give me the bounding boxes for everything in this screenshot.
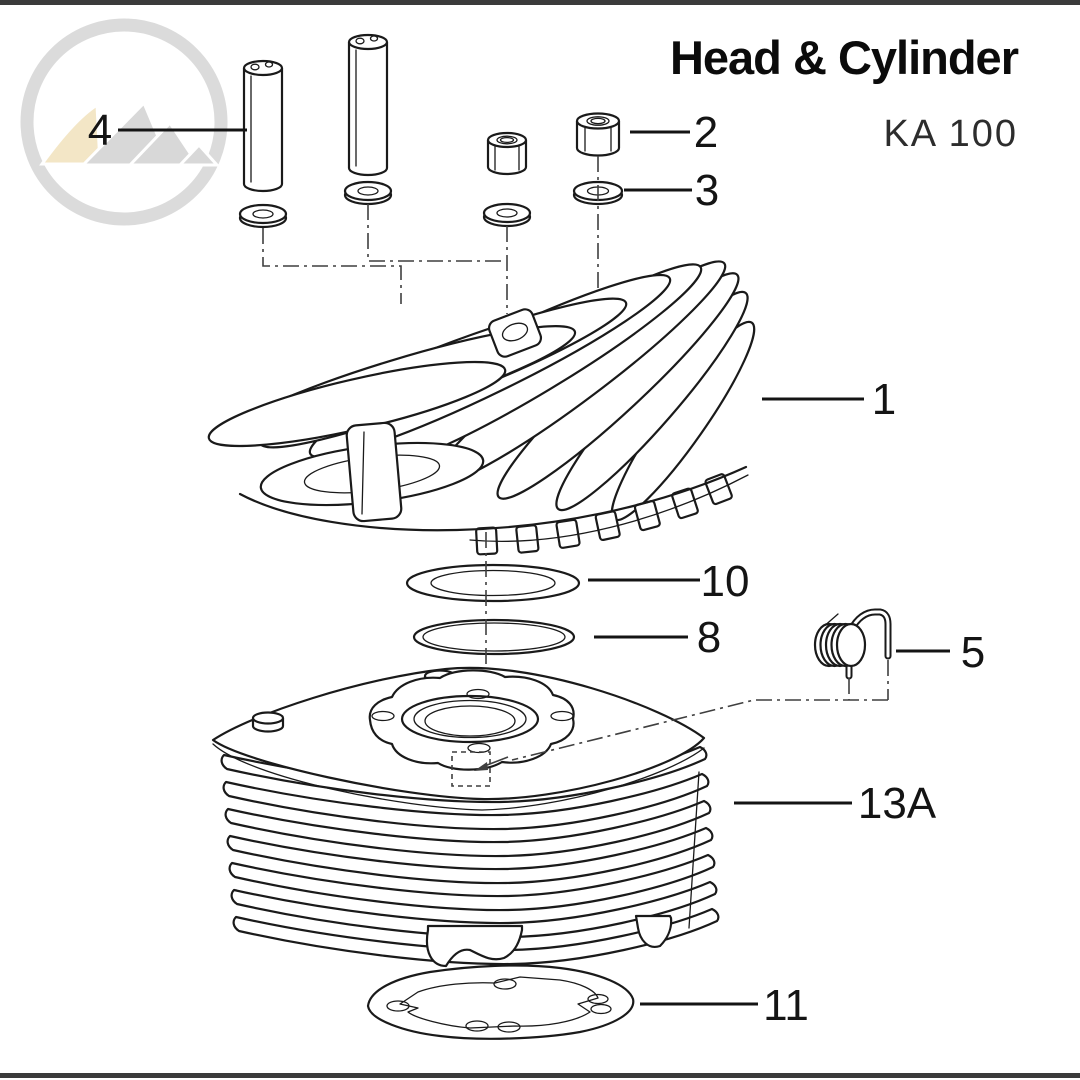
bottom-border-bar — [0, 1073, 1080, 1078]
cylinder-bore-flange — [368, 669, 575, 771]
part-head-gasket — [405, 563, 581, 603]
part-base-gasket — [366, 964, 635, 1040]
callout-8: 8 — [594, 613, 721, 662]
mountain-logo-watermark — [20, 18, 228, 226]
fastener-centerlines — [262, 156, 599, 324]
logo-ring — [20, 18, 228, 226]
part-cylinder-head — [207, 260, 756, 556]
callout-4-label: 4 — [88, 106, 112, 155]
part-washer-small-nut — [482, 202, 532, 228]
callout-2-label: 2 — [694, 108, 718, 157]
spring-install-reference — [451, 660, 889, 787]
logo-peak-beige — [39, 102, 102, 166]
callout-1: 1 — [762, 375, 896, 424]
part-nut-small — [486, 131, 528, 176]
part-spring-clip — [813, 608, 892, 680]
page-title: Head & Cylinder — [670, 31, 1019, 84]
logo-peak-medium — [126, 120, 201, 167]
callout-8-label: 8 — [697, 613, 721, 662]
callout-11: 11 — [640, 981, 809, 1030]
callout-13A-label: 13A — [858, 779, 937, 828]
callout-10-label: 10 — [701, 557, 750, 606]
part-stud-left — [242, 59, 284, 193]
callout-5-label: 5 — [961, 628, 985, 677]
callout-1-label: 1 — [872, 375, 896, 424]
callout-11-label: 11 — [763, 981, 809, 1030]
page-subtitle: KA 100 — [883, 113, 1018, 155]
part-o-ring — [412, 618, 576, 656]
part-cylinder — [211, 666, 720, 968]
callout-3: 3 — [624, 166, 719, 215]
part-washer-mid — [343, 180, 393, 206]
part-washer-left — [238, 203, 288, 229]
callout-2: 2 — [630, 108, 718, 157]
callout-13A: 13A — [734, 779, 937, 828]
part-nut-2 — [575, 112, 621, 157]
callout-4: 4 — [88, 106, 247, 155]
logo-peak-small — [176, 142, 221, 167]
part-stud-mid — [347, 33, 389, 177]
top-border-bar — [0, 0, 1080, 5]
callout-10: 10 — [588, 557, 749, 606]
callout-5: 5 — [896, 628, 985, 677]
callout-3-label: 3 — [695, 166, 719, 215]
